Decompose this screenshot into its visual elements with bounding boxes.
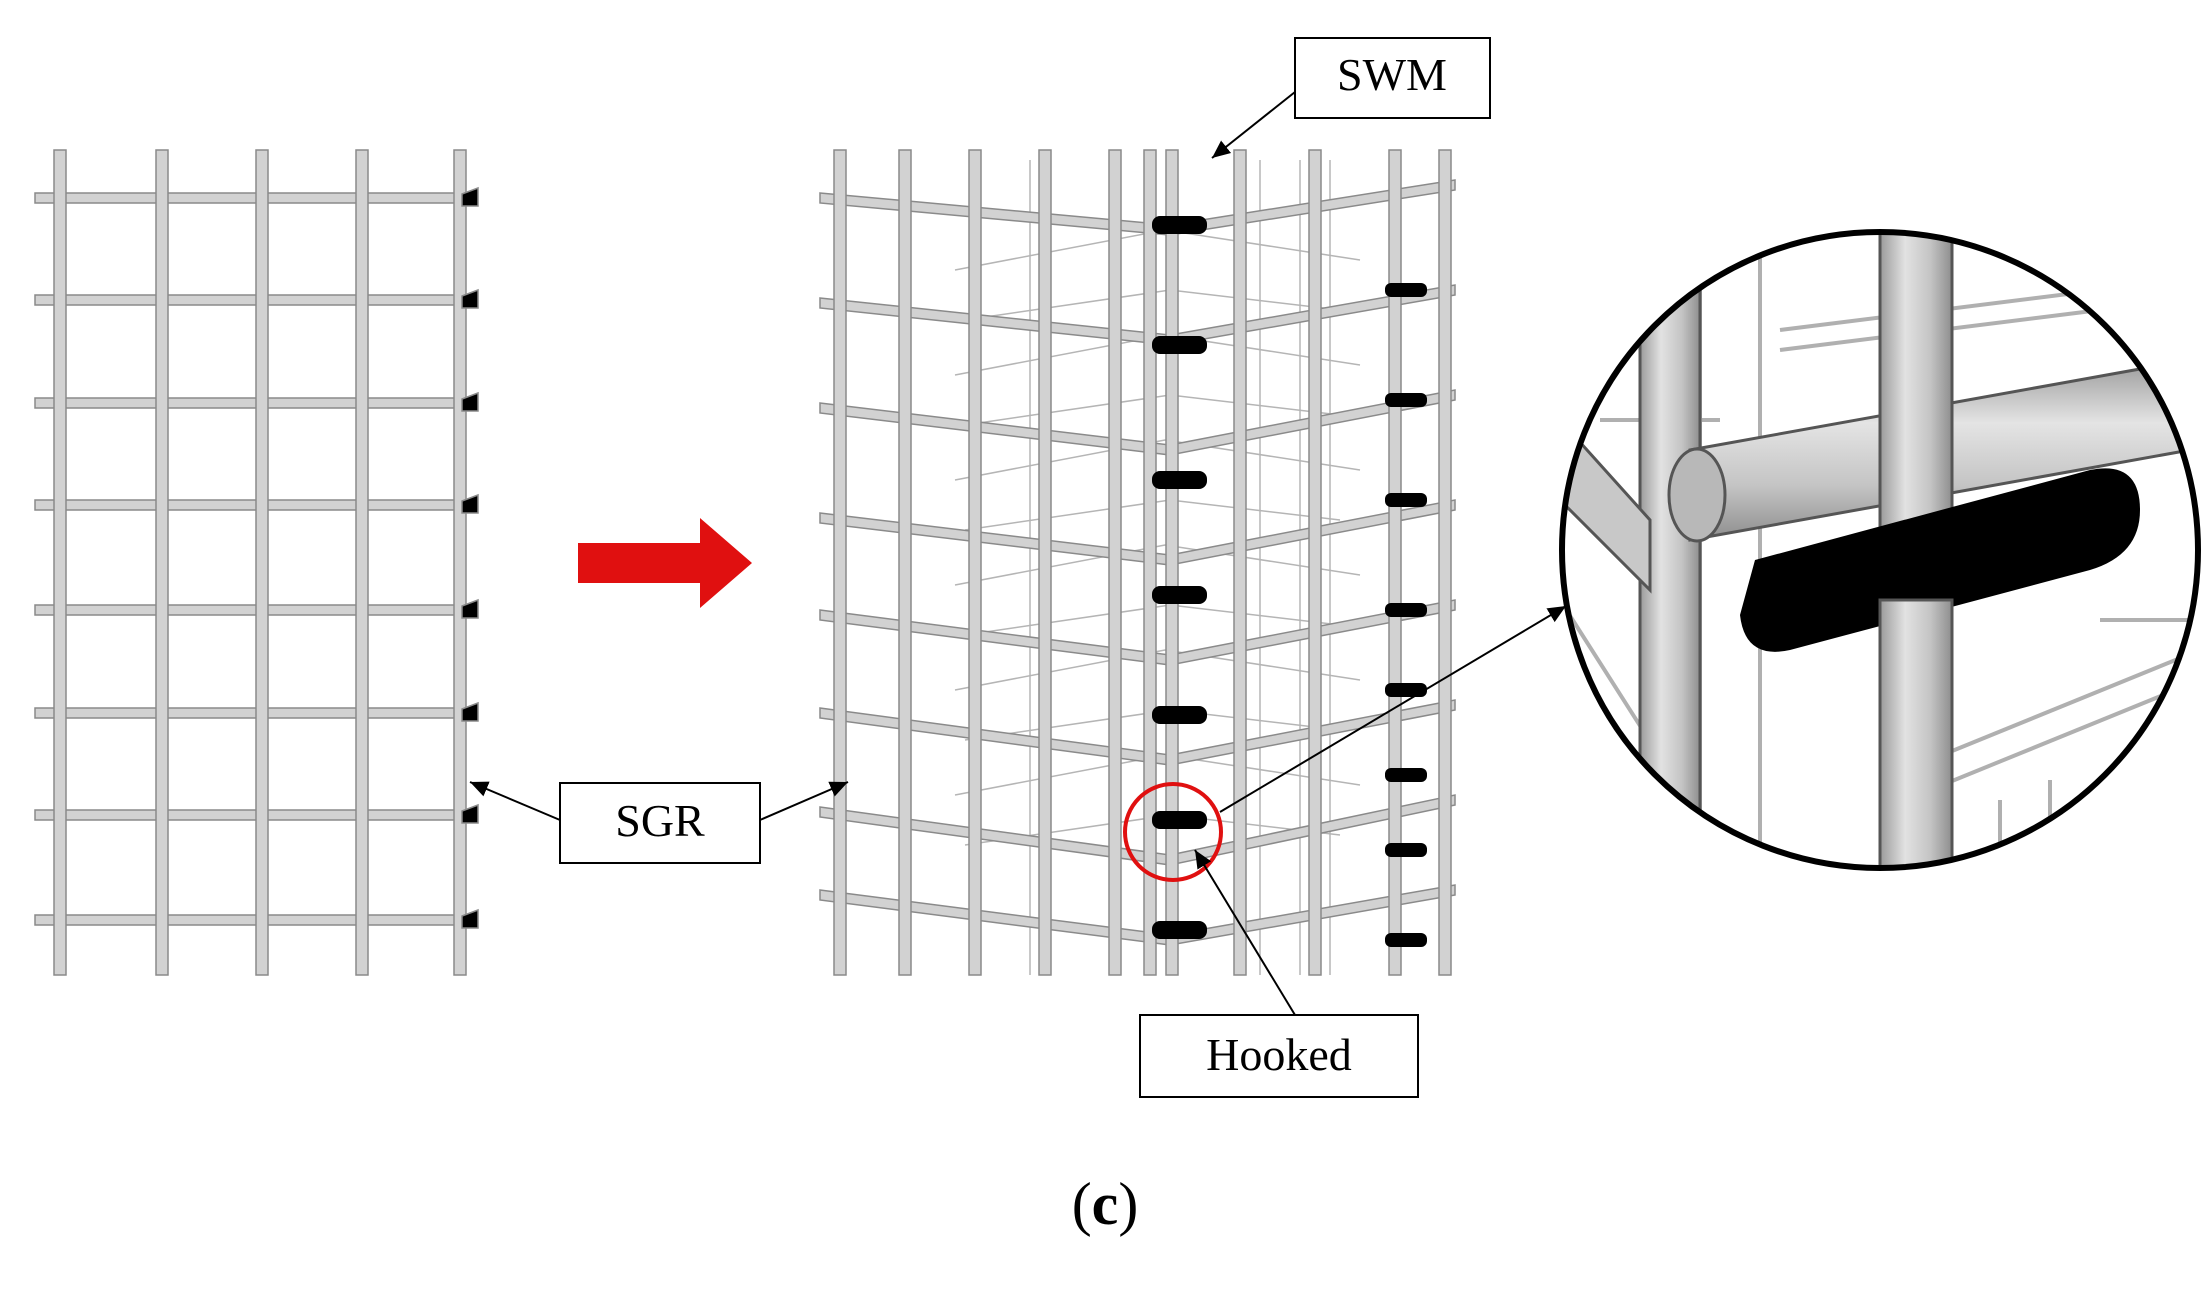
corner-hook (1152, 811, 1207, 829)
column-vertical-bar (1038, 149, 1052, 976)
column-vertical-bar (898, 149, 912, 976)
wrapped-mesh-column (819, 149, 1456, 976)
corner-hook (1152, 706, 1207, 724)
mesh-horizontal-bar (34, 397, 466, 409)
mesh-horizontal-bar (34, 707, 466, 719)
mesh-vertical-bar (155, 149, 169, 976)
column-vertical-bar (1233, 149, 1247, 976)
edge-hook (1385, 683, 1427, 697)
hook-stub (461, 493, 479, 514)
hook-stub (461, 186, 479, 207)
edge-hook (1385, 843, 1427, 857)
sgr-label-box: SGR (559, 782, 761, 864)
column-vertical-bar (1308, 149, 1322, 976)
hook-highlight-circle (1123, 782, 1223, 882)
corner-hook (1152, 586, 1207, 604)
inner-wire (954, 649, 1361, 691)
edge-hook (1385, 603, 1427, 617)
hook-stub (461, 288, 479, 309)
mesh-vertical-bar (53, 149, 67, 976)
caption-letter: c (1091, 1171, 1119, 1237)
hook-stub (461, 701, 479, 722)
caption-open-paren: ( (1071, 1171, 1092, 1237)
hook-stub (461, 908, 479, 929)
column-vertical-bar (1108, 149, 1122, 976)
sgr-label: SGR (615, 795, 705, 846)
caption-close-paren: ) (1118, 1171, 1139, 1237)
swm-label-box: SWM (1294, 37, 1491, 119)
column-vertical-bar (968, 149, 982, 976)
hook-stub (461, 598, 479, 619)
corner-hook (1152, 216, 1207, 234)
hook-stub (461, 803, 479, 824)
mesh-horizontal-bar (34, 192, 466, 204)
edge-hook (1385, 768, 1427, 782)
mesh-vertical-bar (453, 149, 467, 976)
hooked-label-box: Hooked (1139, 1014, 1419, 1098)
corner-hook (1152, 921, 1207, 939)
edge-hook (1385, 493, 1427, 507)
mesh-vertical-bar (355, 149, 369, 976)
edge-hook (1385, 393, 1427, 407)
mesh-horizontal-bar (34, 604, 466, 616)
red-arrow-icon (578, 518, 752, 608)
mesh-horizontal-bar (34, 914, 466, 926)
mesh-horizontal-bar (34, 294, 466, 306)
mesh-horizontal-bar (34, 499, 466, 511)
edge-hook (1385, 283, 1427, 297)
mesh-horizontal-bar (34, 809, 466, 821)
hook-stub (461, 391, 479, 412)
swm-label: SWM (1337, 49, 1447, 100)
corner-hook (1152, 336, 1207, 354)
edge-hook (1385, 933, 1427, 947)
hook-detail-zoom (1559, 229, 2201, 871)
figure-caption: (c) (0, 1170, 2210, 1239)
inner-wire (954, 439, 1361, 481)
column-vertical-bar (833, 149, 847, 976)
column-vertical-bar (1438, 149, 1452, 976)
flat-steel-wire-mesh (34, 149, 479, 976)
inner-wire (954, 544, 1361, 586)
corner-hook (1152, 471, 1207, 489)
hooked-label: Hooked (1206, 1029, 1352, 1080)
column-corner-bar (1165, 149, 1179, 976)
column-corner-bar (1143, 149, 1157, 976)
mesh-vertical-bar (255, 149, 269, 976)
